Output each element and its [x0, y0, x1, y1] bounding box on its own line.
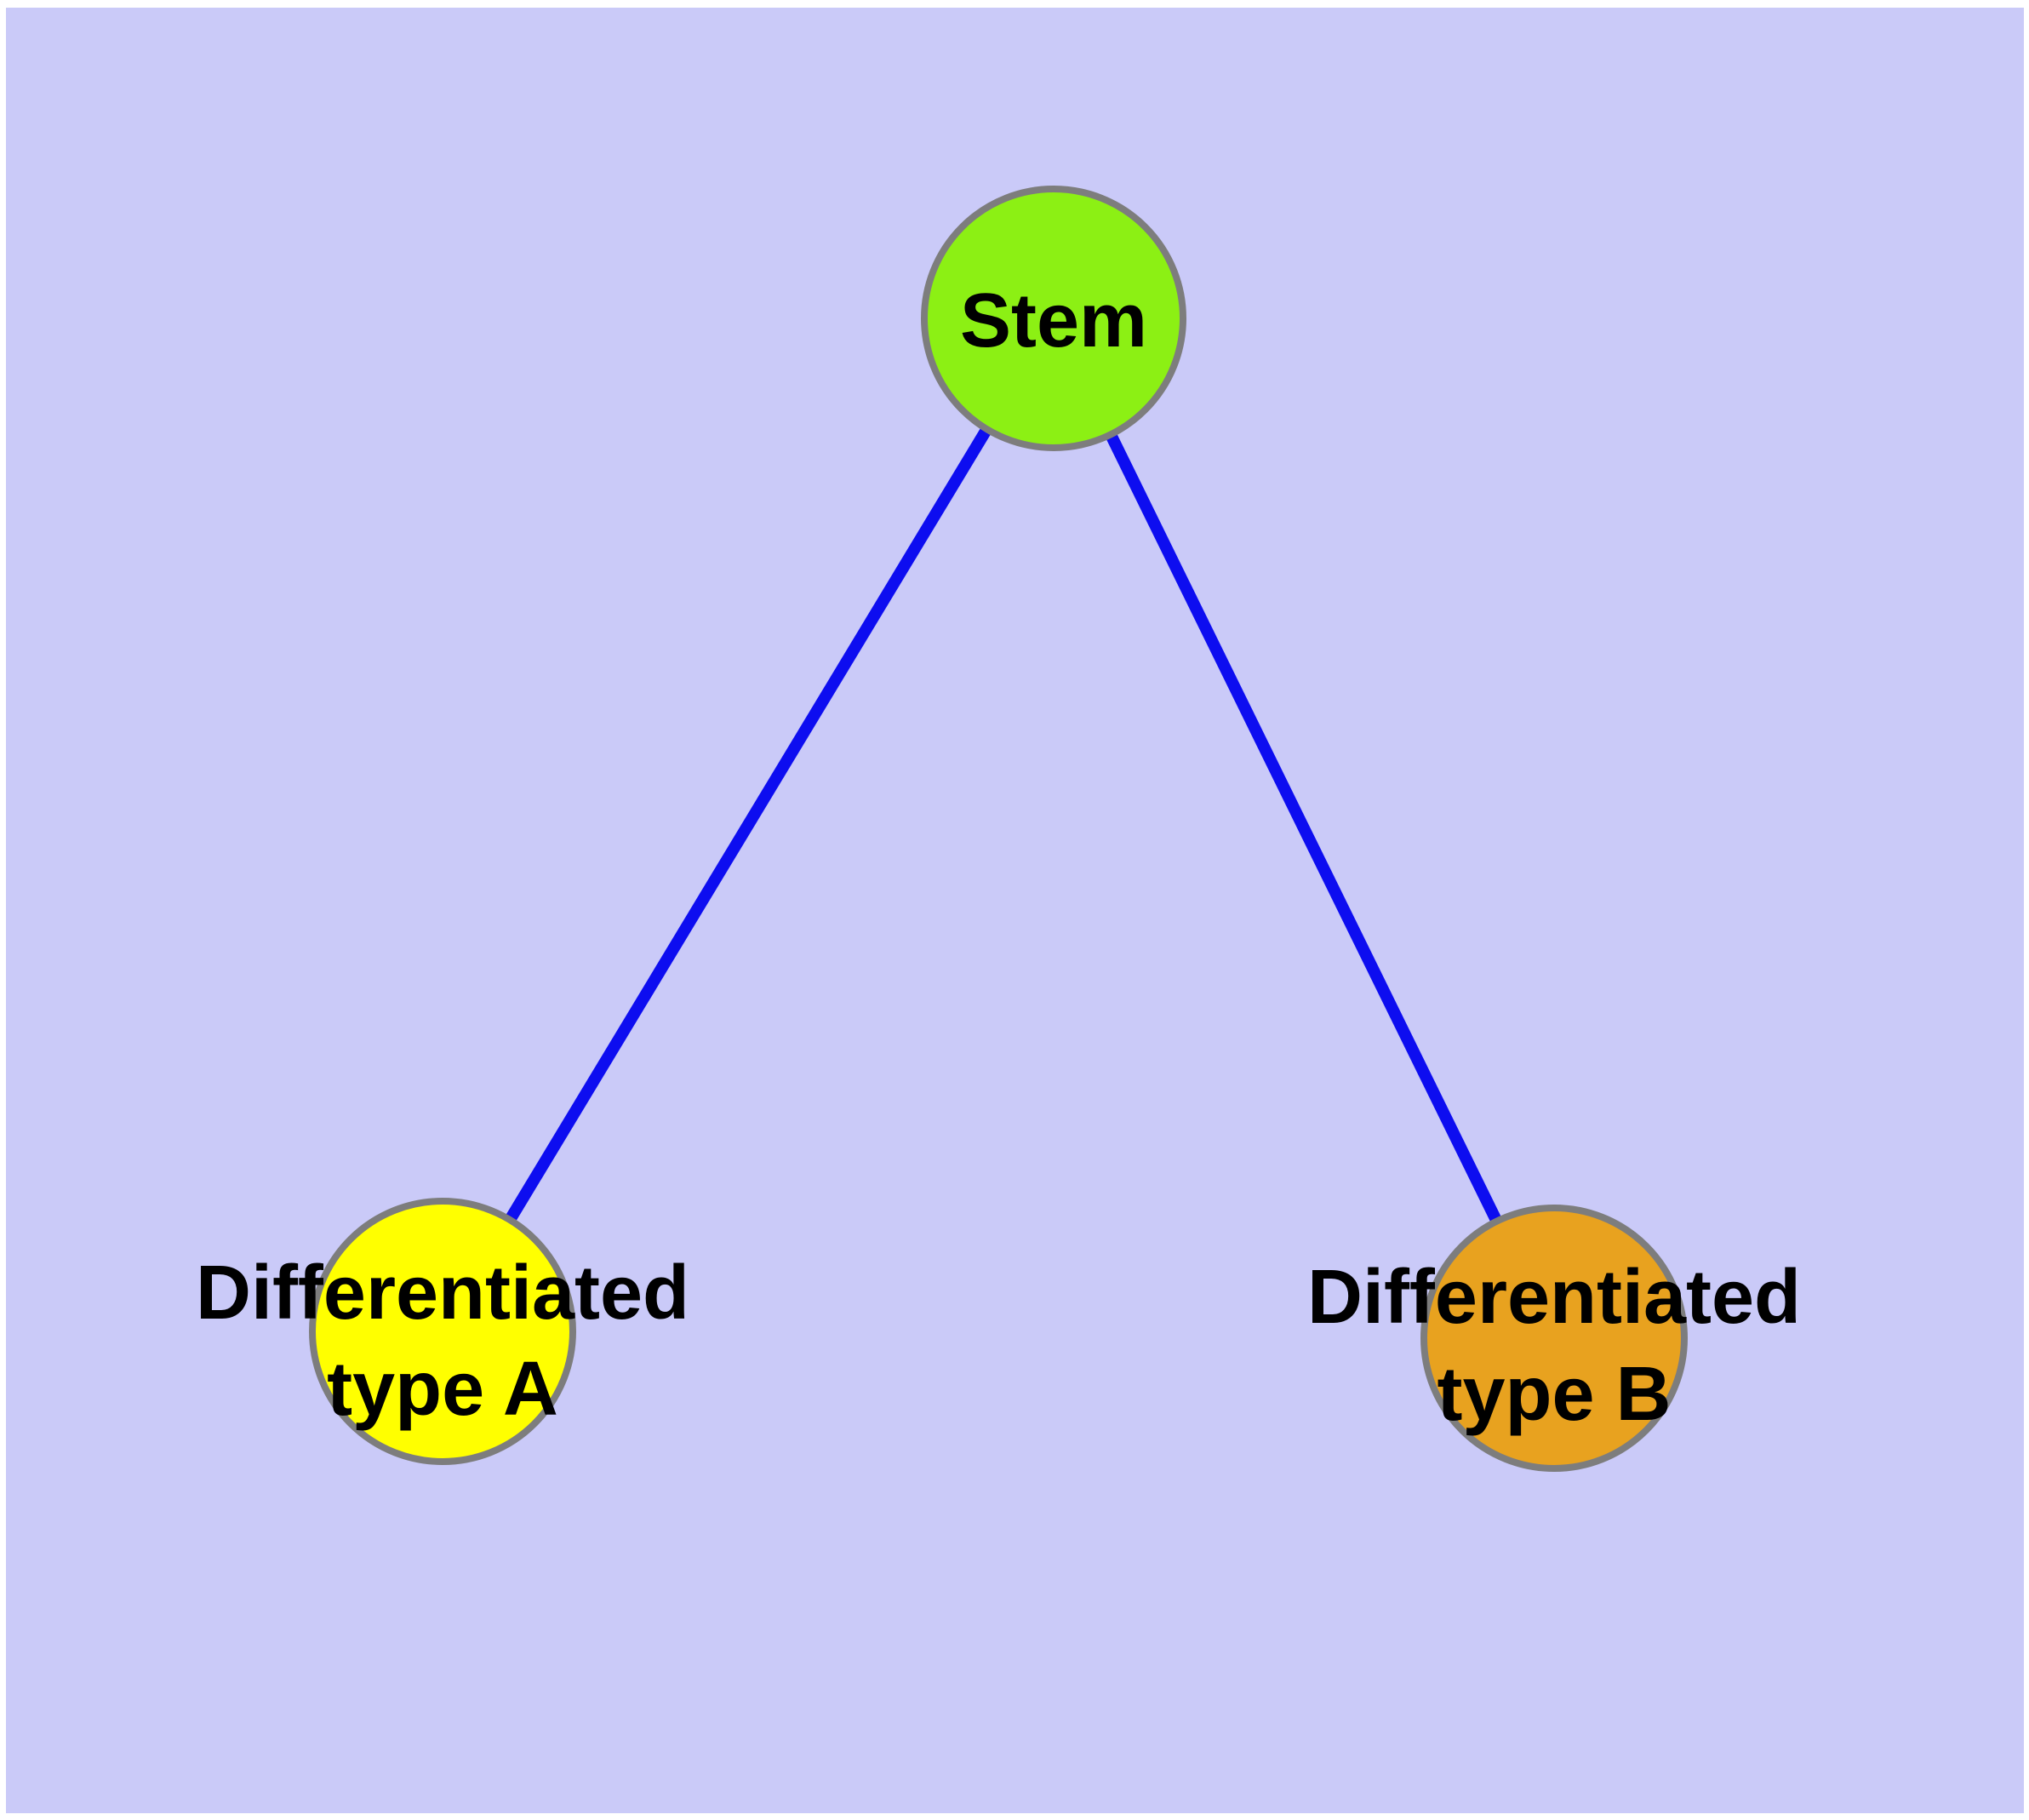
node-type-b-label-line1: Differentiated — [1307, 1255, 1801, 1340]
node-type-a — [309, 1198, 576, 1465]
edge-stem-to-type-b — [1048, 315, 1560, 1342]
node-type-b — [1420, 1205, 1688, 1472]
edge-stem-to-type-a — [437, 315, 1059, 1335]
node-type-b-label-line2: type B — [1437, 1352, 1671, 1437]
node-type-a-label-line2: type A — [327, 1347, 558, 1432]
node-type-a-label-line1: Differentiated — [196, 1251, 689, 1336]
node-stem — [921, 186, 1186, 451]
node-stem-label: Stem — [960, 278, 1147, 363]
